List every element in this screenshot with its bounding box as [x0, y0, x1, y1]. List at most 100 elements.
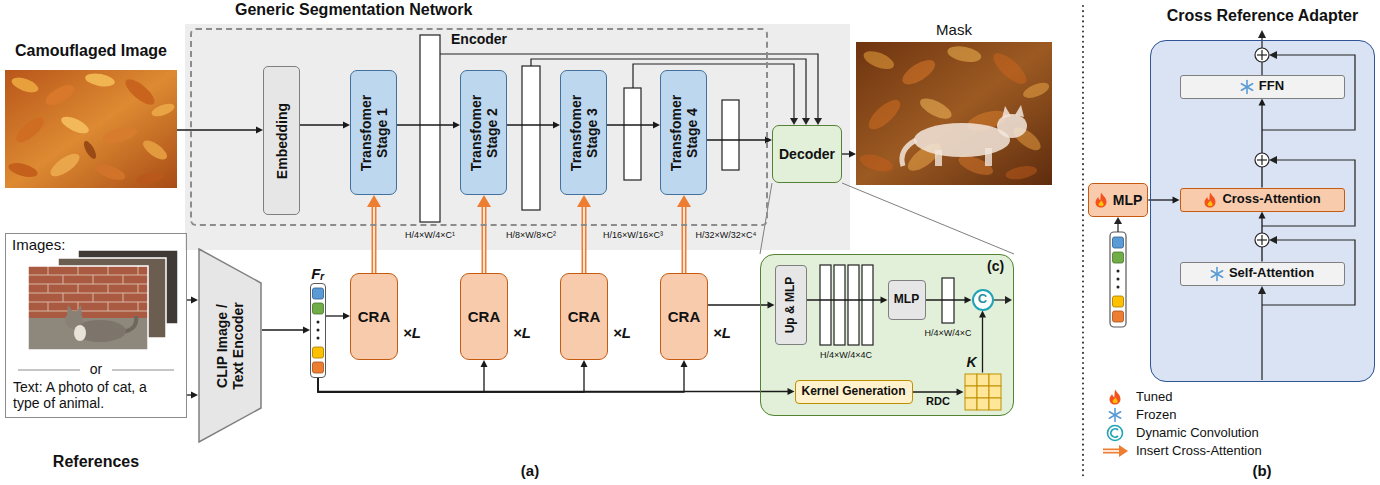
reference-photos — [123, 293, 124, 302]
connector — [807, 297, 888, 304]
grid-cell — [989, 386, 1001, 398]
arrow-head — [1258, 286, 1266, 294]
connector-line — [842, 153, 850, 154]
text-row: CRA — [358, 308, 391, 325]
node-text: CLIP Image / Text Encoder — [214, 296, 246, 396]
arrow-head — [1269, 51, 1277, 59]
arrow-head — [1259, 99, 1266, 106]
image-heading: Camouflaged Image — [15, 42, 167, 60]
dimension-label: H/4×W/4×4C — [820, 350, 872, 360]
connector — [842, 183, 1014, 254]
node-text: Transfomer Stage 2 — [467, 87, 499, 179]
connector-line — [1261, 217, 1262, 261]
arrow-head — [256, 127, 263, 134]
arrow-head — [303, 327, 310, 334]
flow-line — [994, 38, 1355, 380]
legend-sample — [1100, 445, 1130, 457]
feature-map-bar — [834, 265, 845, 345]
dimension-label: H/4×W/4×C — [924, 328, 971, 338]
arrow-shaft — [582, 205, 587, 273]
connector — [1148, 197, 1179, 204]
node-text: Embedding — [273, 76, 289, 206]
node-text: MLP — [894, 293, 919, 307]
connector — [926, 297, 972, 304]
connector-line — [913, 391, 958, 392]
insert-arrow — [367, 195, 381, 273]
arrow-head — [814, 118, 822, 125]
reference-text: Images: — [12, 236, 65, 253]
text-row: CRA — [668, 308, 701, 325]
arrow-head — [849, 151, 856, 158]
repeat-label: ×L — [613, 324, 631, 341]
arrow-head — [1269, 236, 1277, 244]
reference-photos — [123, 275, 124, 284]
mask-photo — [914, 123, 1010, 157]
tuned-icon — [1203, 192, 1217, 208]
arrow-head — [577, 195, 591, 207]
connector — [262, 327, 310, 334]
reference-photos — [138, 266, 139, 275]
panel-fill — [1150, 40, 1375, 382]
separator-line — [1082, 6, 1084, 478]
feature-map-bar — [862, 265, 873, 345]
arrow-head — [965, 297, 972, 304]
arrow-head — [681, 360, 688, 367]
snowflake-arm — [1241, 83, 1252, 90]
text-row: FFN — [1240, 79, 1284, 95]
connector — [707, 137, 772, 144]
reference-photos — [108, 302, 109, 311]
input-image: Camouflaged Image — [5, 70, 177, 188]
insert-arrow — [677, 195, 691, 273]
arrow-head — [343, 313, 350, 320]
arrow-head — [1269, 156, 1277, 164]
panel-label: (b) — [1252, 462, 1271, 479]
text-row: Self-Attention — [1210, 266, 1314, 282]
arrow-head — [581, 360, 588, 367]
dimension-label: H/8×W/8×C² — [506, 230, 556, 240]
repeat-label: ×L — [403, 324, 421, 341]
legend: TunedFrozenDynamic ConvolutionInsert Cro… — [1100, 388, 1262, 460]
stage-box: Transfomer Stage 2 — [460, 70, 507, 195]
panel-label: (c) — [987, 258, 1004, 274]
grid-cell — [965, 386, 977, 398]
insert-arrow — [577, 195, 591, 273]
node-text: FFN — [1259, 79, 1284, 94]
arrow-shaft — [483, 205, 485, 273]
arrow-shaft — [1103, 449, 1120, 454]
repeat-label: ×L — [713, 324, 731, 341]
panel-fill — [185, 24, 1375, 416]
arrow-head — [191, 297, 198, 304]
text-row: Cross-Attention — [1203, 192, 1320, 208]
connector-line — [318, 366, 484, 392]
flow-line — [1261, 294, 1262, 380]
arrow-shaft — [482, 205, 487, 273]
mask-photo — [935, 150, 942, 166]
arrow-head — [343, 122, 350, 129]
connector-line — [1148, 199, 1173, 200]
reference-photos — [48, 266, 49, 275]
legend-text: Insert Cross-Attention — [1136, 444, 1262, 459]
arrow-head — [1114, 217, 1122, 224]
token — [317, 337, 320, 340]
legend-text: Frozen — [1136, 408, 1176, 423]
legend-sample — [1100, 407, 1130, 423]
feature-map-bar — [848, 265, 859, 345]
feature-map-bar — [820, 265, 831, 345]
repeat-label: ×L — [513, 324, 531, 341]
sum-symbol — [1255, 153, 1269, 167]
mask-image: Mask — [856, 42, 1052, 185]
process-box: MLP — [1088, 183, 1149, 217]
text-row: Decoder — [779, 146, 835, 162]
layer-box: FFN — [1180, 75, 1345, 99]
connector — [979, 311, 986, 373]
arrow-shaft — [372, 205, 377, 273]
tuned-icon — [1108, 389, 1122, 405]
node-text: CRA — [468, 308, 501, 325]
connector — [326, 313, 350, 320]
arrow-head — [790, 118, 822, 125]
reference-photos — [28, 266, 148, 311]
reference-photos — [76, 305, 82, 315]
sum-symbol — [1261, 235, 1262, 245]
legend-text: Tuned — [1136, 390, 1172, 405]
flame — [1205, 192, 1216, 207]
